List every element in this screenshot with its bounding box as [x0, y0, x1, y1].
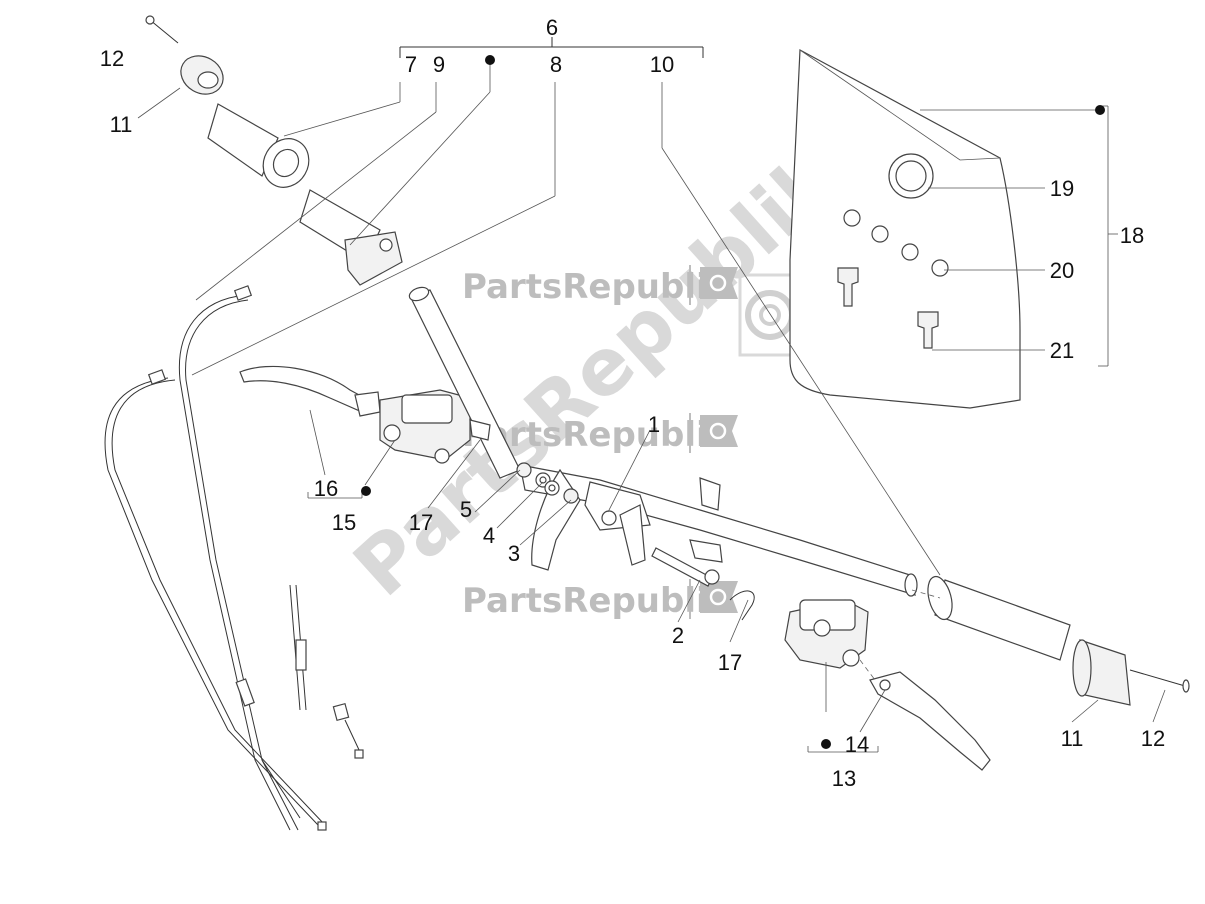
right-grip-assembly [911, 575, 1190, 706]
cables [104, 285, 364, 831]
gear-flag-icon [700, 267, 738, 299]
callout-19: 19 [1050, 176, 1074, 201]
callout-14: 14 [845, 732, 869, 757]
watermark-text-1: PartsRepublik [462, 267, 732, 307]
kit-marker-dots [361, 55, 1105, 749]
callout-10: 10 [650, 52, 674, 77]
callout-11-right: 11 [1061, 726, 1084, 751]
callout-13: 13 [832, 766, 856, 791]
callout-5: 5 [460, 497, 472, 522]
callout-11-top: 11 [110, 112, 133, 137]
kit-dot [821, 739, 831, 749]
handlebar [408, 286, 918, 597]
callout-labels: 6 7 9 8 10 12 11 19 18 20 21 1 16 15 17 … [100, 15, 1165, 791]
kit-dot [1095, 105, 1105, 115]
kit-dot [485, 55, 495, 65]
callout-9: 9 [433, 52, 445, 77]
callout-3: 3 [508, 541, 520, 566]
watermark-text-3: PartsRepublik [462, 581, 732, 621]
callout-12-top: 12 [100, 46, 124, 71]
gear-flag-icon [700, 415, 738, 447]
watermark-row-1: PartsRepublik [462, 265, 738, 307]
small-hardware [469, 419, 755, 621]
right-brake-lever [784, 599, 991, 771]
watermark-row-3: PartsRepublik [462, 579, 738, 621]
callout-7: 7 [405, 52, 417, 77]
left-brake-lever [239, 365, 471, 464]
left-grip-assembly [145, 15, 403, 286]
callout-6: 6 [546, 15, 558, 40]
callout-2: 2 [672, 623, 684, 648]
leader-lines [137, 62, 1166, 753]
callout-8: 8 [550, 52, 562, 77]
callout-18: 18 [1120, 223, 1144, 248]
callout-17-right: 17 [718, 650, 742, 675]
bracket-group-6 [399, 37, 704, 58]
callout-21: 21 [1050, 338, 1074, 363]
callout-12-right: 12 [1141, 726, 1165, 751]
callout-20: 20 [1050, 258, 1074, 283]
callout-17-left: 17 [409, 510, 433, 535]
callout-16: 16 [314, 476, 338, 501]
gear-flag-icon [700, 581, 738, 613]
callout-1: 1 [648, 412, 660, 437]
kit-dot [361, 486, 371, 496]
callout-4: 4 [483, 523, 495, 548]
callout-15: 15 [332, 510, 356, 535]
cover-kit [789, 49, 1021, 409]
